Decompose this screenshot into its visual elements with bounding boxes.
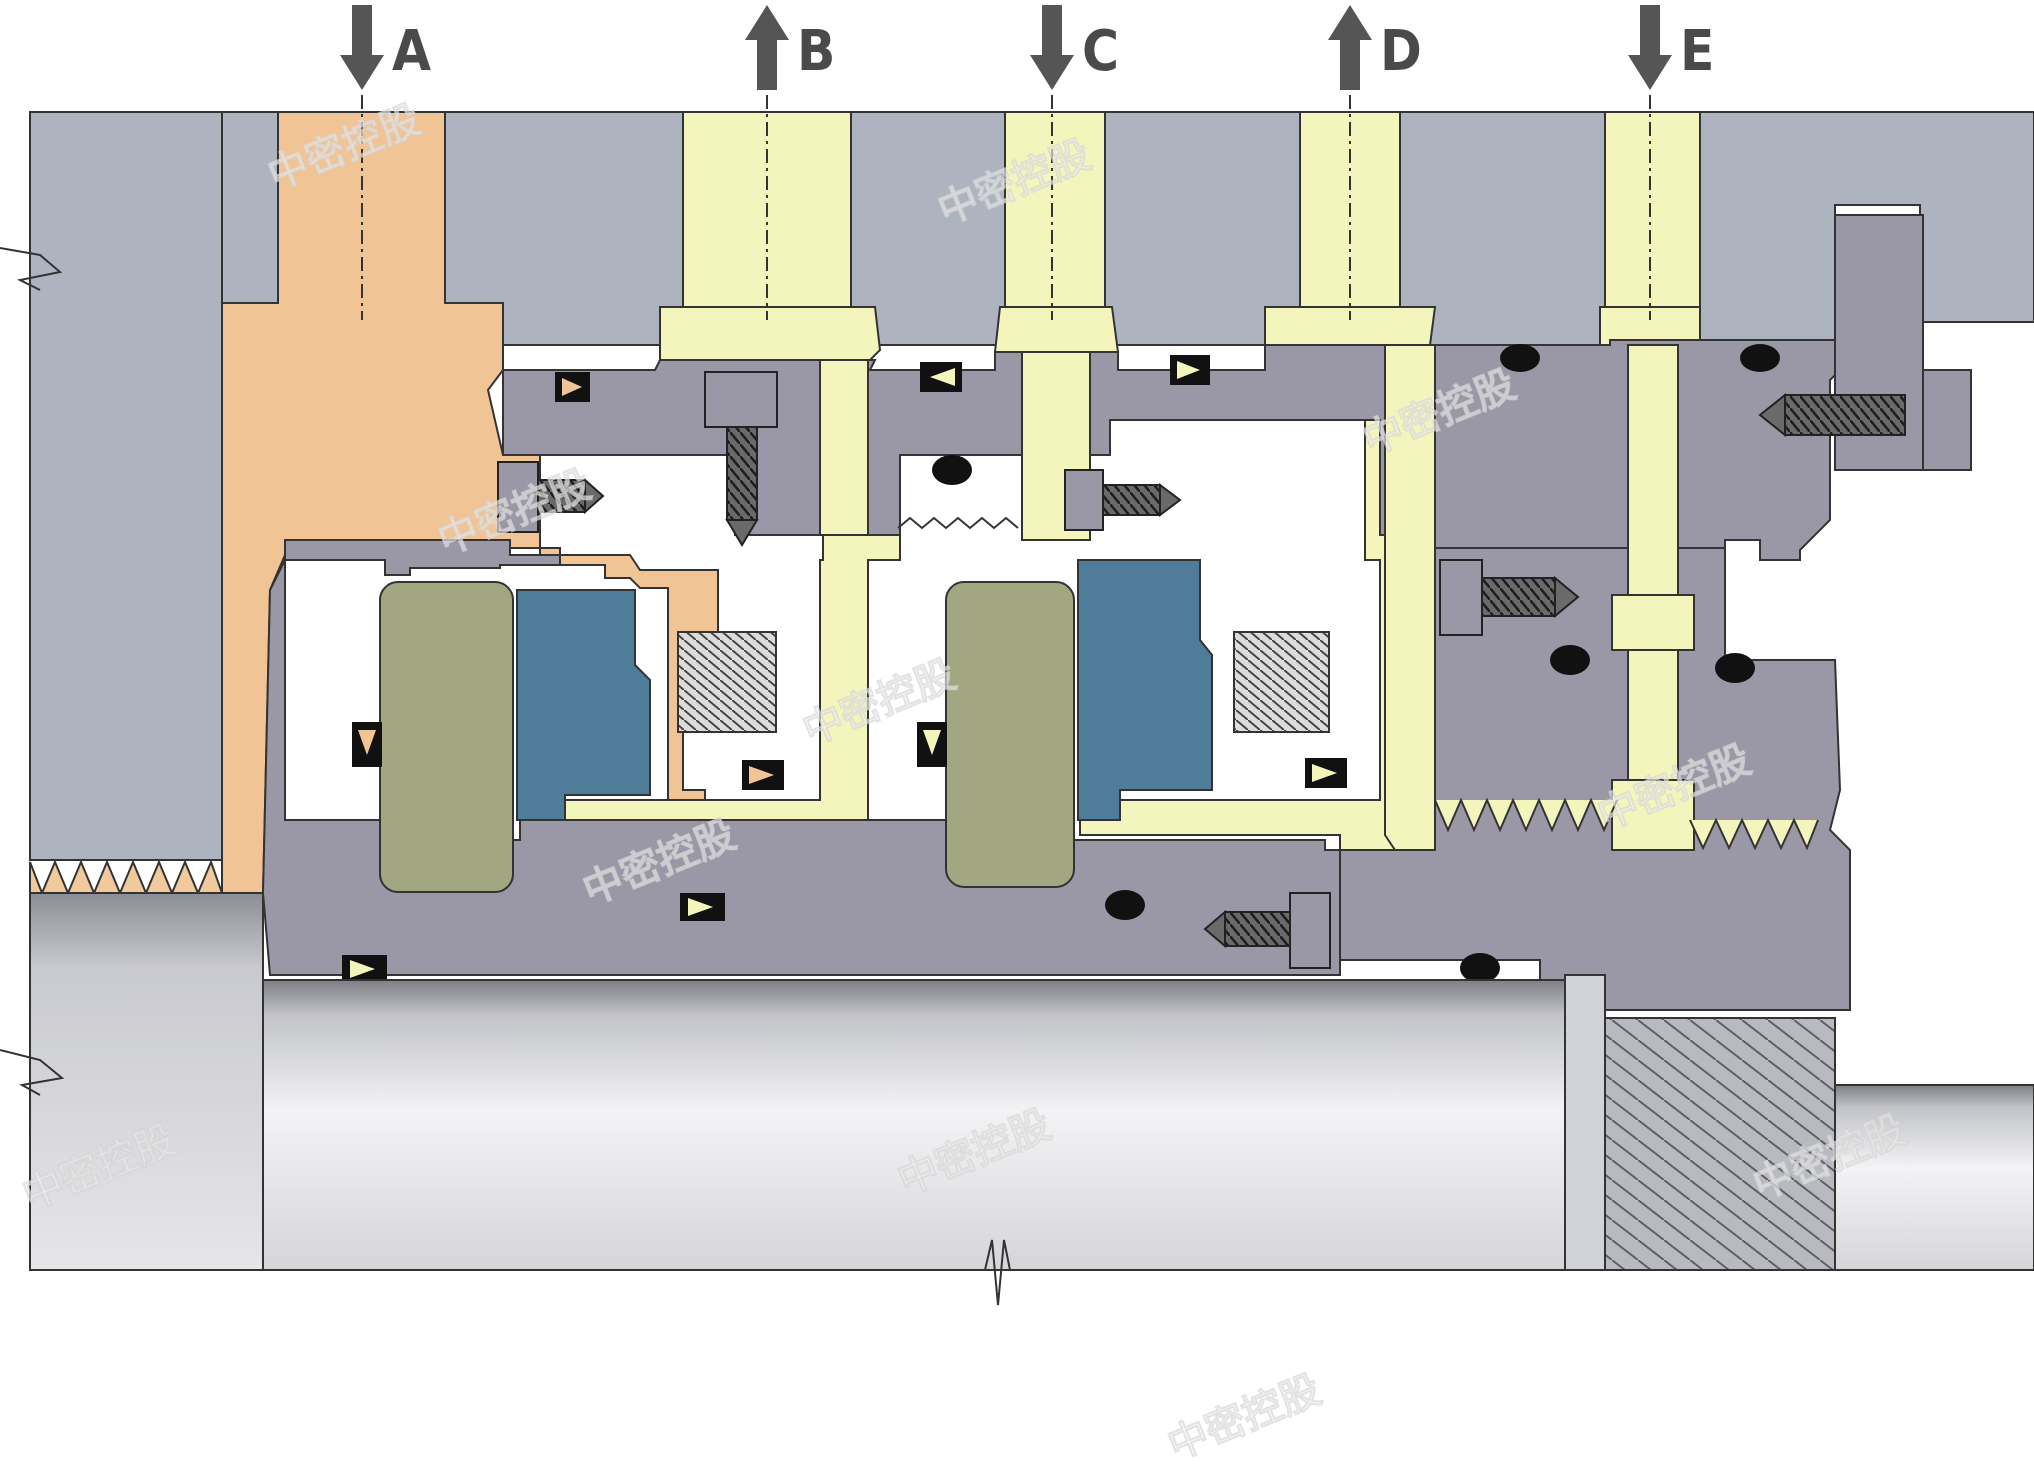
screw-icon bbox=[1784, 394, 1906, 436]
spring-icon bbox=[677, 631, 777, 733]
screw-icon bbox=[1479, 577, 1556, 617]
arrow-down-icon bbox=[1628, 5, 1672, 90]
shaft-left-stub bbox=[29, 892, 264, 1271]
port-c-passage bbox=[1004, 111, 1106, 308]
shaft-main bbox=[262, 979, 1566, 1271]
shaft bbox=[0, 892, 2034, 1306]
outboard-rotating-face bbox=[1077, 559, 1213, 821]
outboard-seal bbox=[945, 559, 1330, 888]
outboard-stationary-face bbox=[945, 581, 1075, 888]
port-a: A bbox=[340, 5, 431, 320]
arrow-down-icon bbox=[340, 5, 384, 90]
arrow-up-icon bbox=[745, 5, 789, 90]
screw-icon bbox=[726, 424, 758, 521]
housing-left-wall bbox=[29, 111, 223, 861]
port-e-passage bbox=[1604, 111, 1701, 308]
arrow-up-icon bbox=[1328, 5, 1372, 90]
gland-thread bbox=[29, 859, 223, 896]
screw-icon bbox=[1099, 484, 1161, 516]
o-ring-icon bbox=[1550, 645, 1590, 675]
inboard-seal bbox=[379, 581, 777, 893]
shaft-step bbox=[1564, 974, 1606, 1271]
o-ring-icon bbox=[1105, 890, 1145, 920]
arrow-down-icon bbox=[1030, 5, 1074, 90]
port-b: B bbox=[745, 5, 835, 320]
port-e: E bbox=[1628, 5, 1714, 320]
clamp-screw-head bbox=[1922, 369, 1972, 471]
port-label: D bbox=[1380, 19, 1422, 84]
watermark-text: 中密控股 bbox=[1162, 1367, 1328, 1470]
spring-icon bbox=[1233, 631, 1330, 733]
inboard-rotating-face bbox=[516, 589, 651, 821]
o-ring-icon bbox=[1460, 953, 1500, 983]
break-line-left bbox=[0, 1049, 65, 1096]
o-rings bbox=[342, 344, 1780, 983]
o-ring-icon bbox=[1740, 344, 1780, 372]
break-line-top bbox=[0, 247, 63, 291]
port-d: D bbox=[1328, 5, 1422, 320]
port-label: A bbox=[392, 19, 431, 84]
shaft-right bbox=[1834, 1084, 2034, 1271]
port-label: C bbox=[1082, 19, 1119, 84]
o-ring-icon bbox=[1500, 344, 1540, 372]
screw-icon bbox=[1224, 911, 1291, 947]
shaft-thread-icon bbox=[1604, 1017, 1836, 1271]
fasteners bbox=[497, 371, 1906, 969]
inboard-stationary-face bbox=[379, 581, 514, 893]
break-line-bottom bbox=[984, 1239, 1011, 1306]
port-label: B bbox=[797, 19, 835, 84]
seal-teeth bbox=[897, 516, 1819, 851]
port-c: C bbox=[1030, 5, 1119, 320]
port-label: E bbox=[1680, 19, 1714, 84]
o-ring-icon bbox=[1715, 653, 1755, 683]
port-arrows: A B C D E bbox=[340, 5, 1714, 320]
o-ring-icon bbox=[932, 455, 972, 485]
